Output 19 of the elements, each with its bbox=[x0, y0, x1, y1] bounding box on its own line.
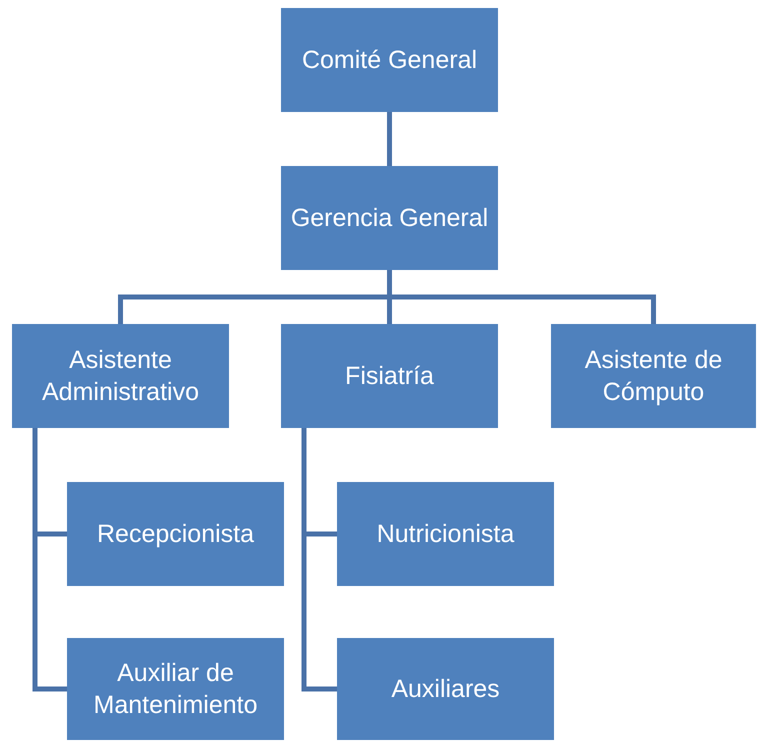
role-title: Auxiliar de Mantenimiento bbox=[92, 658, 258, 721]
connector-line bbox=[387, 112, 392, 166]
org-box bbox=[67, 482, 284, 586]
org-box bbox=[337, 482, 554, 586]
org-box bbox=[12, 324, 229, 428]
org-box bbox=[281, 166, 498, 270]
org-box bbox=[67, 638, 284, 740]
role-title: Recepcionista bbox=[96, 518, 254, 550]
role-title: Fisiatría bbox=[345, 360, 434, 392]
org-box bbox=[281, 8, 498, 112]
role-title: Asistente Administrativo bbox=[41, 344, 200, 408]
role-title: Auxiliares bbox=[391, 674, 500, 705]
org-box bbox=[551, 324, 756, 428]
role-title: Asistente de Cómputo bbox=[584, 344, 724, 408]
role-title: Comité General bbox=[302, 44, 478, 76]
role-title: Gerencia General bbox=[290, 202, 488, 234]
org-box bbox=[281, 324, 498, 428]
org-box bbox=[337, 638, 554, 740]
role-title: Nutricionista bbox=[376, 518, 514, 550]
